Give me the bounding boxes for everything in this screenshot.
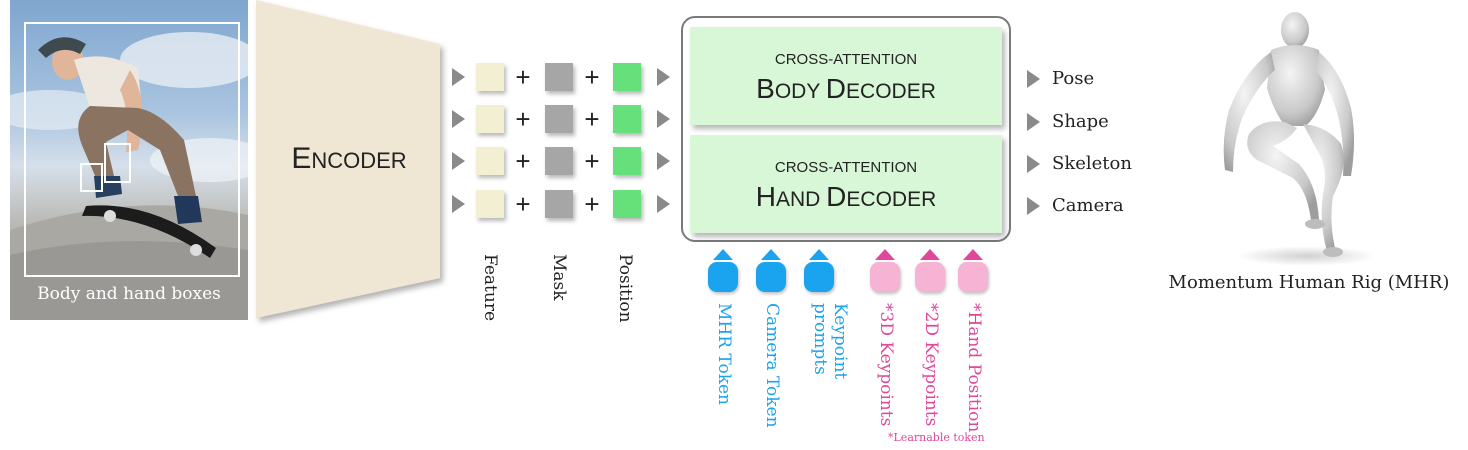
feature-token: [476, 63, 504, 91]
position-label: Position: [615, 254, 635, 323]
prompt-token: [958, 262, 988, 292]
position-token: [613, 105, 641, 133]
prompt-token: [804, 262, 834, 292]
row-3-output-arrow-icon: [657, 152, 670, 170]
row-3-input-arrow-icon: [452, 152, 465, 170]
position-token: [613, 190, 641, 218]
plus-sign: +: [584, 104, 600, 134]
plus-sign: +: [584, 189, 600, 219]
mask-token: [545, 105, 573, 133]
row-1-input-arrow-icon: [452, 68, 465, 86]
output-label-pose: Pose: [1052, 68, 1095, 89]
output-label-camera: Camera: [1052, 195, 1124, 216]
prompt-up-arrow-icon: [920, 249, 940, 260]
row-4-input-arrow-icon: [452, 195, 465, 213]
hand-bounding-box-left: [80, 163, 103, 192]
body-decoder: CROSS-ATTENTION BODY DECODER: [690, 27, 1002, 125]
mask-token: [545, 63, 573, 91]
prompt-token: [915, 262, 945, 292]
output-label-skeleton: Skeleton: [1052, 153, 1132, 174]
plus-sign: +: [515, 146, 531, 176]
prompt-up-arrow-icon: [761, 249, 781, 260]
human-rig-figure: [1223, 12, 1377, 266]
hand-decoder: CROSS-ATTENTION HAND DECODER: [690, 135, 1002, 233]
body-decoder-subtitle: CROSS-ATTENTION: [774, 51, 918, 68]
output-arrow-icon: [1027, 197, 1040, 215]
plus-sign: +: [515, 189, 531, 219]
output-arrow-icon: [1027, 70, 1040, 88]
prompt-up-arrow-icon: [713, 249, 733, 260]
encoder-label: ENCODER: [291, 142, 407, 175]
body-bounding-box: [24, 22, 240, 277]
position-token: [613, 63, 641, 91]
mask-token: [545, 147, 573, 175]
prompt-token-label: MHR Token: [714, 303, 734, 405]
plus-sign: +: [584, 62, 600, 92]
encoder-block: [256, 0, 440, 318]
hand-decoder-title: HAND DECODER: [755, 181, 937, 212]
output-arrow-icon: [1027, 113, 1040, 131]
hand-bounding-box-right: [104, 143, 131, 183]
plus-sign: +: [515, 104, 531, 134]
mask-label: Mask: [549, 254, 569, 301]
input-photo: Body and hand boxes: [10, 0, 248, 320]
prompt-token: [870, 262, 900, 292]
learnable-token-note: *Learnable token: [888, 431, 985, 444]
prompt-token: [708, 262, 738, 292]
prompt-token-label: *Hand Position: [964, 303, 984, 433]
prompt-token-label: Camera Token: [762, 303, 782, 428]
row-2-input-arrow-icon: [452, 110, 465, 128]
prompt-up-arrow-icon: [963, 249, 983, 260]
feature-token: [476, 190, 504, 218]
row-1-output-arrow-icon: [657, 68, 670, 86]
body-decoder-title: BODY DECODER: [756, 73, 936, 104]
skateboarder-illustration: [10, 32, 248, 320]
input-caption: Body and hand boxes: [37, 284, 221, 304]
decoder-container: [681, 16, 1011, 242]
prompt-token: [756, 262, 786, 292]
plus-sign: +: [515, 62, 531, 92]
row-4-output-arrow-icon: [657, 195, 670, 213]
feature-token: [476, 147, 504, 175]
mask-token: [545, 190, 573, 218]
prompt-up-arrow-icon: [809, 249, 829, 260]
plus-sign: +: [584, 146, 600, 176]
position-token: [613, 147, 641, 175]
model-caption: Momentum Human Rig (MHR): [1168, 272, 1450, 293]
row-2-output-arrow-icon: [657, 110, 670, 128]
prompt-up-arrow-icon: [875, 249, 895, 260]
hand-decoder-subtitle: CROSS-ATTENTION: [774, 159, 918, 176]
prompt-token-label: *2D Keypoints: [921, 303, 941, 427]
feature-token: [476, 105, 504, 133]
feature-label: Feature: [480, 254, 500, 322]
prompt-token-label: Keypoint prompts: [810, 303, 850, 380]
output-arrow-icon: [1027, 155, 1040, 173]
prompt-token-label: *3D Keypoints: [876, 303, 896, 427]
output-label-shape: Shape: [1052, 111, 1109, 132]
